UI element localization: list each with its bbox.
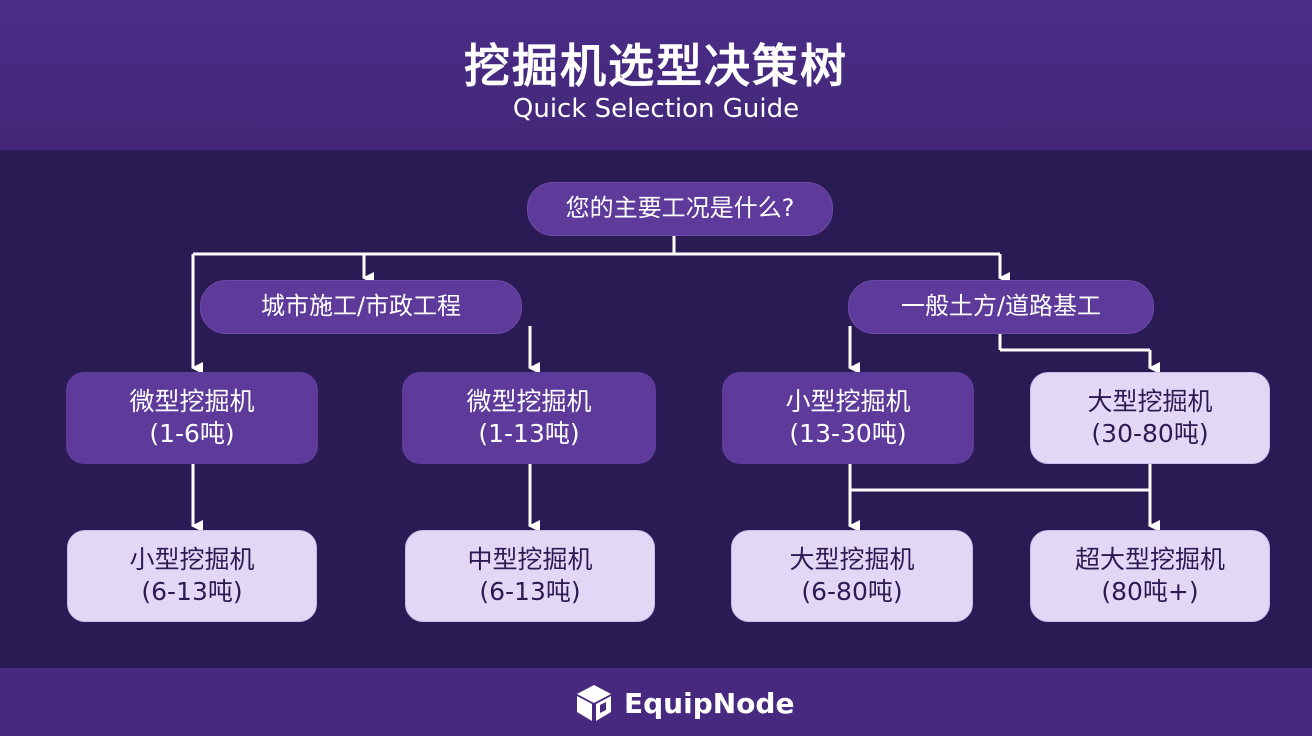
level2-node-medium-6-13: 中型挖掘机 (6-13吨) (405, 530, 655, 622)
header-banner: 挖掘机选型决策树 Quick Selection Guide (0, 0, 1312, 150)
page-title: 挖掘机选型决策树 (464, 39, 848, 93)
level1-node-micro-1-6: 微型挖掘机 (1-6吨) (66, 372, 318, 464)
level1-range: (30-80吨) (1091, 419, 1209, 448)
branch-earthwork-node: 一般土方/道路基工 (848, 280, 1154, 334)
level2-range: (6-13吨) (141, 577, 243, 606)
level1-node-small-13-30: 小型挖掘机 (13-30吨) (722, 372, 974, 464)
level2-node-small-6-13: 小型挖掘机 (6-13吨) (67, 530, 317, 622)
level1-name: 大型挖掘机 (1087, 386, 1213, 416)
page-subtitle: Quick Selection Guide (512, 94, 800, 124)
level2-name: 超大型挖掘机 (1074, 544, 1225, 574)
level2-range: (6-13吨) (479, 577, 581, 606)
cube-logo-icon (577, 685, 611, 721)
branch-urban-node: 城市施工/市政工程 (200, 280, 522, 334)
level2-name: 大型挖掘机 (789, 544, 915, 574)
level2-range: (6-80吨) (801, 577, 903, 606)
brand-name: EquipNode (624, 686, 795, 720)
level1-name: 小型挖掘机 (785, 386, 911, 416)
level2-node-extra-large-80plus: 超大型挖掘机 (80吨+) (1030, 530, 1270, 622)
level1-range: (1-13吨) (478, 419, 580, 448)
level2-name: 中型挖掘机 (467, 544, 593, 574)
footer-bar (0, 668, 1312, 736)
branch-earthwork-text: 一般土方/道路基工 (900, 292, 1102, 321)
root-question-text: 您的主要工况是什么? (565, 194, 795, 223)
level2-name: 小型挖掘机 (129, 544, 255, 574)
root-question-node: 您的主要工况是什么? (527, 182, 833, 236)
level2-range: (80吨+) (1101, 577, 1199, 606)
branch-urban-text: 城市施工/市政工程 (260, 292, 462, 321)
level1-node-large-30-80: 大型挖掘机 (30-80吨) (1030, 372, 1270, 464)
level2-node-large-6-80: 大型挖掘机 (6-80吨) (731, 530, 973, 622)
level1-node-micro-1-13: 微型挖掘机 (1-13吨) (402, 372, 656, 464)
level1-range: (13-30吨) (789, 419, 907, 448)
level1-name: 微型挖掘机 (466, 386, 592, 416)
level1-range: (1-6吨) (149, 419, 235, 448)
brand-logo: EquipNode (574, 681, 794, 725)
level1-name: 微型挖掘机 (129, 386, 255, 416)
